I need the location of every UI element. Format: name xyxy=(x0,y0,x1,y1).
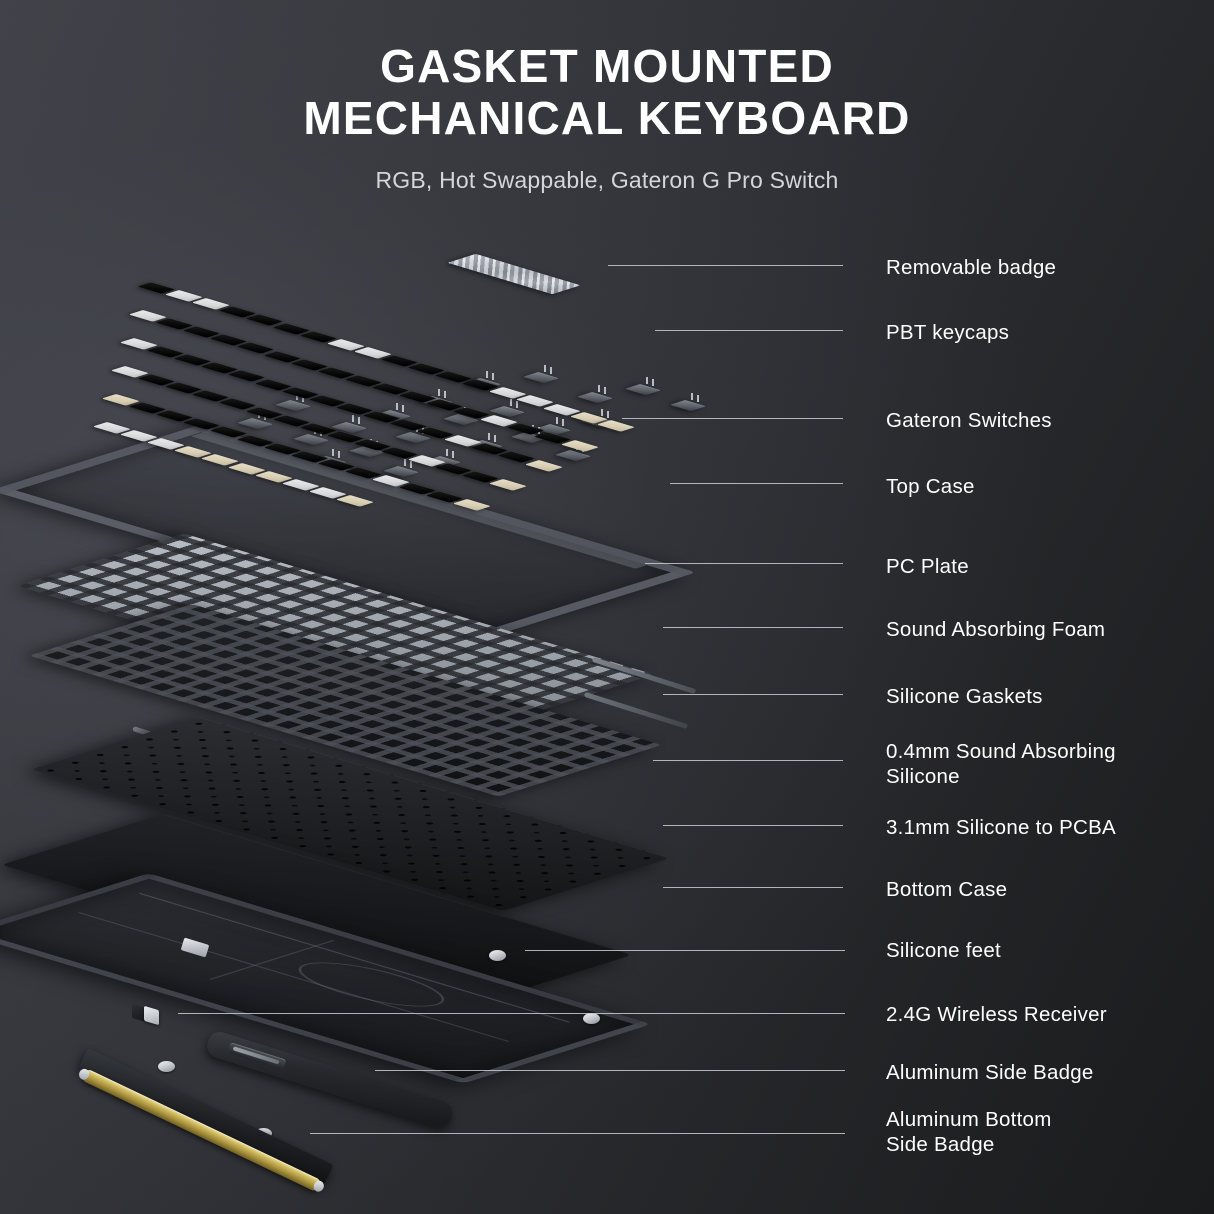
gateron-switch xyxy=(310,449,347,472)
page-title-line2: MECHANICAL KEYBOARD xyxy=(303,92,911,144)
gateron-switch xyxy=(466,433,503,456)
gateron-switches-part xyxy=(140,365,770,482)
leader-line-gateron-switches xyxy=(622,418,843,419)
gateron-switch xyxy=(382,459,419,482)
gateron-switch xyxy=(274,393,311,416)
gateron-switch xyxy=(522,365,559,388)
leader-line-removable-badge xyxy=(608,265,843,266)
leader-line-aluminum-side-badge xyxy=(375,1070,845,1071)
silicone-foot xyxy=(583,1013,600,1024)
leader-line-silicone-to-pcba xyxy=(663,825,843,826)
callout-label-aluminum-side-badge: Aluminum Side Badge xyxy=(886,1061,1094,1084)
leader-line-pc-plate xyxy=(645,563,843,564)
callout-label-pc-plate: PC Plate xyxy=(886,555,969,578)
callout-label-silicone-feet: Silicone feet xyxy=(886,939,1001,962)
gateron-switch xyxy=(374,403,411,426)
gateron-switch xyxy=(534,417,571,440)
callout-label-removable-badge: Removable badge xyxy=(886,256,1057,279)
page-subtitle: RGB, Hot Swappable, Gateron G Pro Switch xyxy=(375,167,839,193)
gateron-switch xyxy=(424,449,461,472)
callout-label-pbt-keycaps: PBT keycaps xyxy=(886,321,1010,344)
leader-line-aluminum-bottom-badge xyxy=(310,1133,845,1134)
leader-line-silicone-gaskets xyxy=(663,694,843,695)
leader-line-silicone-feet xyxy=(525,950,845,951)
callout-label-top-case: Top Case xyxy=(886,475,975,498)
leader-line-bottom-case xyxy=(663,887,843,888)
gateron-switch xyxy=(579,409,616,432)
silicone-foot xyxy=(158,1061,175,1072)
callout-label-sound-absorbing-silicone: 0.4mm Sound Absorbing Silicone xyxy=(886,740,1116,788)
callout-label-wireless-receiver: 2.4G Wireless Receiver xyxy=(886,1003,1107,1026)
leader-line-pbt-keycaps xyxy=(655,330,843,331)
leader-line-sound-absorbing-foam xyxy=(663,627,843,628)
gateron-switch xyxy=(330,415,367,438)
gateron-switch xyxy=(464,371,501,394)
leader-line-sound-absorbing-silicone xyxy=(653,760,843,761)
page-title-line1: GASKET MOUNTED xyxy=(380,40,834,92)
silicone-foot xyxy=(489,950,506,961)
gateron-switch xyxy=(416,389,453,412)
leader-line-top-case xyxy=(670,483,843,484)
gateron-switch xyxy=(488,399,525,422)
callout-label-gateron-switches: Gateron Switches xyxy=(886,409,1052,432)
leader-line-wireless-receiver xyxy=(178,1013,845,1014)
callout-label-aluminum-bottom-badge: Aluminum Bottom Side Badge xyxy=(886,1108,1052,1156)
callout-label-sound-absorbing-foam: Sound Absorbing Foam xyxy=(886,618,1106,641)
gateron-switch xyxy=(576,385,613,408)
callout-label-bottom-case: Bottom Case xyxy=(886,878,1008,901)
gateron-switch xyxy=(669,393,706,416)
gateron-switch xyxy=(624,377,661,400)
callout-label-silicone-gaskets: Silicone Gaskets xyxy=(886,685,1043,708)
callout-label-silicone-to-pcba: 3.1mm Silicone to PCBA xyxy=(886,816,1116,839)
